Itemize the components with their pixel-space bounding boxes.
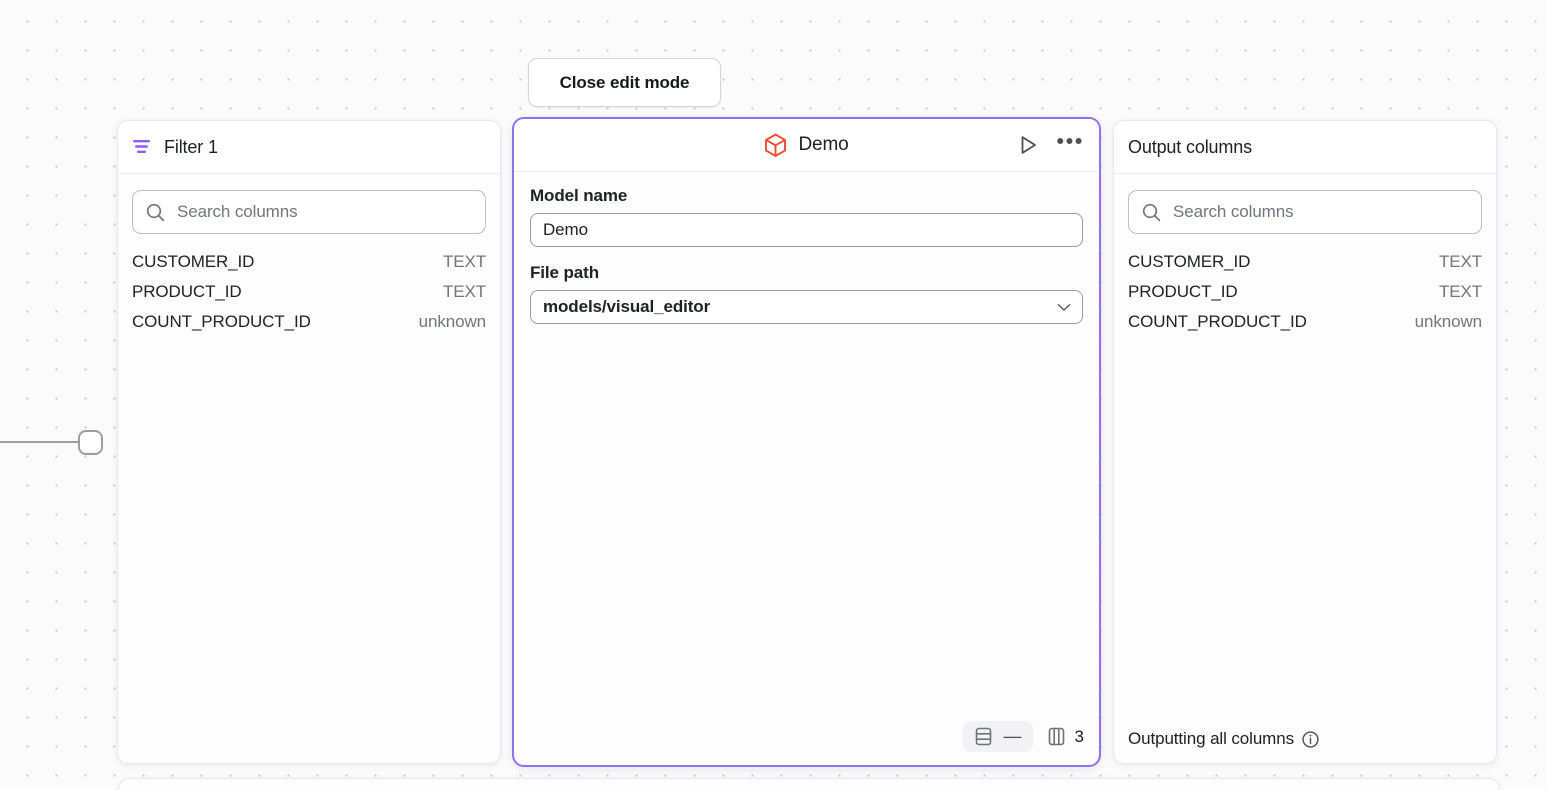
model-footer-toolbar: — 3 [962, 721, 1084, 752]
filter-panel-title: Filter 1 [164, 136, 218, 157]
model-name-input[interactable] [530, 213, 1083, 247]
table-row[interactable]: CUSTOMER_ID TEXT [132, 252, 486, 282]
filter-search-input[interactable]: Search columns [132, 190, 486, 234]
cube-icon [765, 133, 787, 157]
more-options-button[interactable]: ••• [1056, 128, 1084, 154]
file-path-value: models/visual_editor [543, 297, 711, 316]
play-icon [1021, 136, 1037, 154]
output-panel-title: Output columns [1128, 136, 1252, 157]
column-type: TEXT [1438, 252, 1482, 271]
column-type: TEXT [442, 282, 486, 301]
filter-panel-body: Search columns CUSTOMER_ID TEXT PRODUCT_… [118, 190, 500, 342]
file-path-select[interactable]: models/visual_editor [530, 290, 1083, 324]
model-header-actions: ••• [1016, 128, 1086, 158]
filter-search-placeholder: Search columns [177, 202, 298, 221]
model-panel-title: Demo [798, 134, 849, 155]
row-count-group[interactable]: — [962, 721, 1033, 752]
row-count-value: — [1003, 725, 1022, 746]
table-row[interactable]: COUNT_PRODUCT_ID unknown [132, 312, 486, 342]
filter-column-list: CUSTOMER_ID TEXT PRODUCT_ID TEXT COUNT_P… [132, 252, 486, 342]
column-type: unknown [418, 312, 486, 331]
output-footer-text: Outputting all columns [1128, 729, 1294, 748]
output-footer: Outputting all columns [1128, 729, 1320, 749]
column-type: unknown [1414, 312, 1482, 331]
column-name: PRODUCT_ID [132, 282, 242, 301]
output-panel-header: Output columns [1114, 121, 1496, 174]
table-row[interactable]: PRODUCT_ID TEXT [132, 282, 486, 312]
output-column-list: CUSTOMER_ID TEXT PRODUCT_ID TEXT COUNT_P… [1128, 252, 1482, 342]
output-columns-panel[interactable]: Output columns Search columns CUSTOMER_I… [1113, 120, 1497, 764]
model-node-panel[interactable]: Demo ••• Model name File path models/vis… [512, 117, 1101, 767]
filter-icon [133, 140, 150, 153]
table-row[interactable]: PRODUCT_ID TEXT [1128, 282, 1482, 312]
rows-icon [975, 727, 991, 746]
column-count-group[interactable]: 3 [1047, 726, 1084, 747]
column-name: CUSTOMER_ID [1128, 252, 1251, 271]
close-edit-mode-button[interactable]: Close edit mode [528, 58, 721, 107]
bottom-node-panel[interactable] [118, 778, 1500, 790]
model-header-title-group: Demo [764, 133, 849, 158]
column-count-value: 3 [1074, 726, 1084, 746]
table-row[interactable]: COUNT_PRODUCT_ID unknown [1128, 312, 1482, 342]
column-name: COUNT_PRODUCT_ID [132, 312, 311, 331]
column-name: CUSTOMER_ID [132, 252, 255, 271]
search-icon [146, 203, 165, 221]
chevron-down-icon [1057, 303, 1071, 311]
column-type: TEXT [442, 252, 486, 271]
column-type: TEXT [1438, 282, 1482, 301]
filter-node-panel[interactable]: Filter 1 Search columns CUSTOMER_ID TEXT… [117, 120, 501, 764]
info-icon[interactable] [1301, 730, 1320, 749]
column-name: COUNT_PRODUCT_ID [1128, 312, 1307, 331]
run-button[interactable] [1016, 133, 1041, 158]
model-name-label: Model name [530, 186, 628, 205]
model-panel-header: Demo ••• [514, 119, 1099, 172]
model-form: Model name File path models/visual_edito… [514, 172, 1099, 324]
columns-icon [1048, 727, 1064, 746]
filter-panel-header: Filter 1 [118, 121, 500, 174]
output-search-placeholder: Search columns [1173, 202, 1294, 221]
connector-handle[interactable] [78, 430, 103, 455]
output-search-input[interactable]: Search columns [1128, 190, 1482, 234]
file-path-label: File path [530, 263, 599, 282]
edge-connector [0, 430, 103, 455]
column-name: PRODUCT_ID [1128, 282, 1238, 301]
output-panel-body: Search columns CUSTOMER_ID TEXT PRODUCT_… [1114, 190, 1496, 342]
search-icon [1142, 203, 1161, 221]
table-row[interactable]: CUSTOMER_ID TEXT [1128, 252, 1482, 282]
